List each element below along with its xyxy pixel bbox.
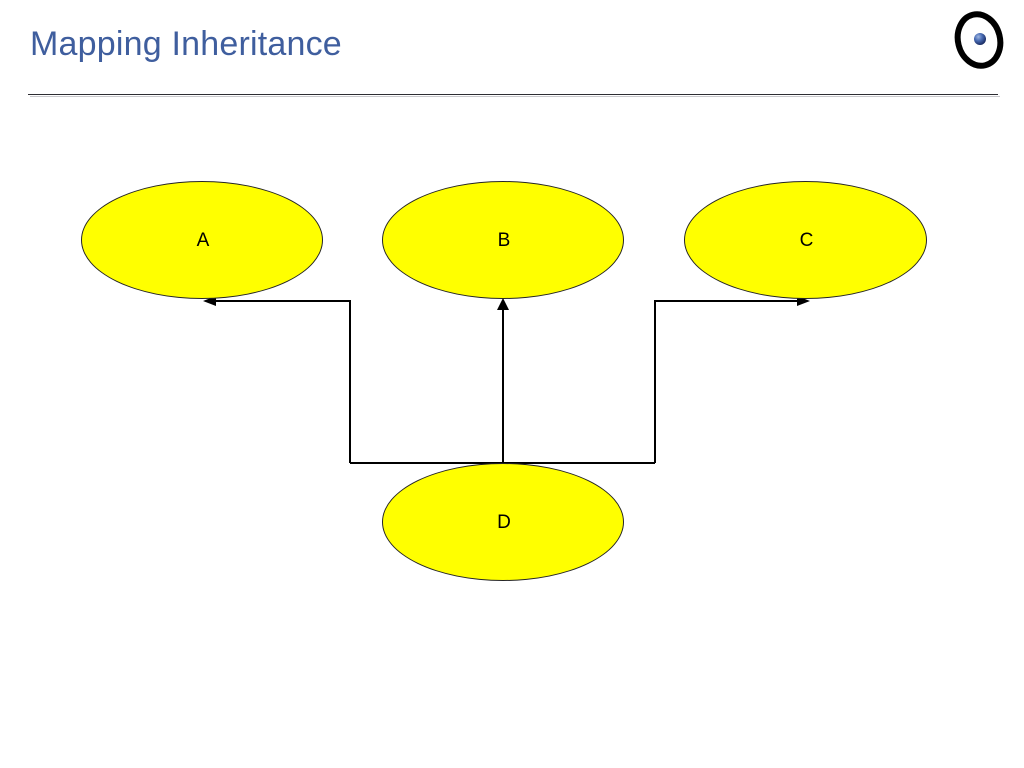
node-a-label: A xyxy=(196,229,210,251)
arrowhead-into-b xyxy=(497,298,509,310)
node-c[interactable]: C xyxy=(684,181,927,299)
logo-ring xyxy=(954,11,1004,69)
node-b-label: B xyxy=(497,229,511,251)
edge-d-to-a xyxy=(213,300,351,463)
eye-logo xyxy=(948,10,1010,70)
logo-pupil xyxy=(974,33,986,45)
title-divider xyxy=(28,94,998,95)
title-divider-shadow xyxy=(30,96,1000,97)
node-d-label: D xyxy=(497,511,511,533)
node-c-label: C xyxy=(799,229,814,251)
node-b[interactable]: B xyxy=(382,181,624,299)
edge-d-to-c xyxy=(654,300,800,463)
node-d[interactable]: D xyxy=(382,463,624,581)
node-a[interactable]: A xyxy=(81,181,323,299)
page-title: Mapping Inheritance xyxy=(30,25,342,63)
